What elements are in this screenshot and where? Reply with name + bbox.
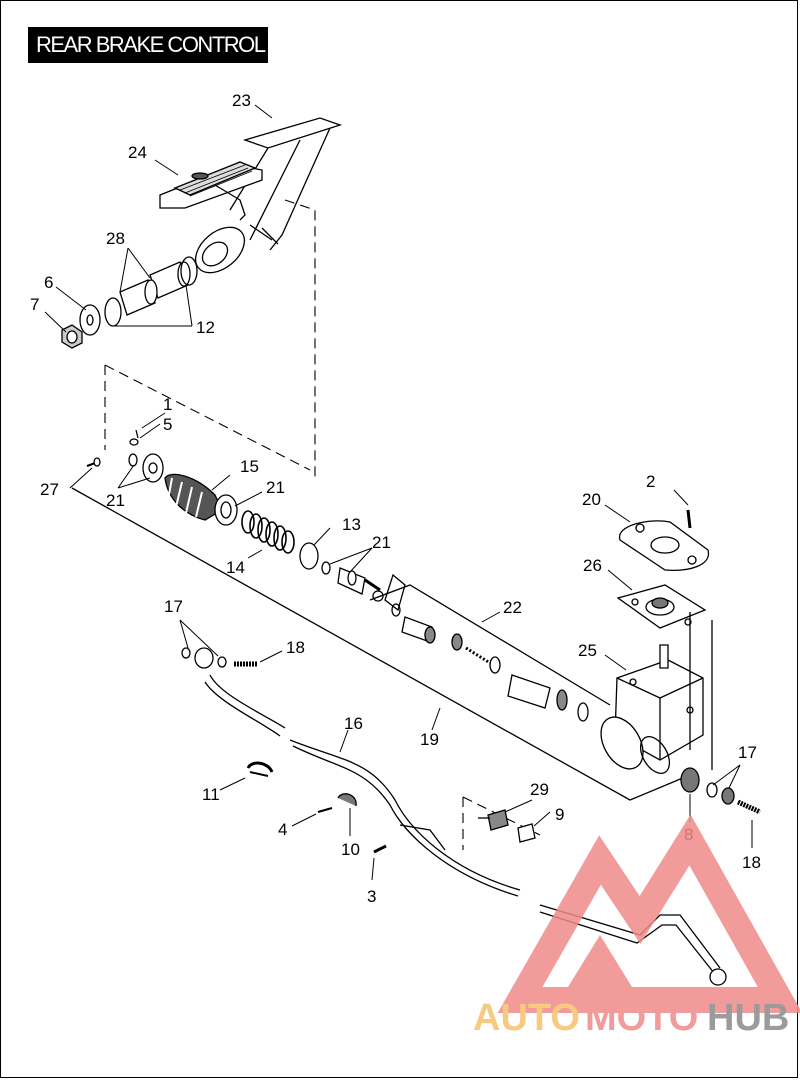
master-cylinder	[600, 659, 704, 774]
callout-28: 28	[106, 229, 125, 248]
callout-27: 27	[40, 480, 59, 499]
boot-retainer	[142, 453, 164, 483]
callout-14: 14	[226, 558, 245, 577]
banjo-bolt-18b	[736, 799, 762, 815]
washer-17a	[706, 782, 718, 798]
callout-21a: 21	[106, 491, 125, 510]
assembly-line-19	[71, 487, 691, 801]
reservoir-diaphragm	[616, 584, 707, 629]
callout-29: 29	[530, 780, 549, 799]
reservoir-cover	[619, 520, 709, 571]
callout-3: 3	[367, 887, 376, 906]
lower-brake-hose	[399, 824, 727, 986]
ring-21	[321, 561, 331, 575]
callout-21b: 21	[266, 478, 285, 497]
retaining-ring	[128, 453, 138, 467]
bushing-8	[680, 767, 700, 793]
callout-2: 2	[646, 472, 655, 491]
watermark-hub: HUB	[707, 997, 789, 1039]
clevis-pin	[129, 429, 139, 446]
diagram-title: REAR BRAKE CONTROL	[28, 27, 268, 63]
washer-17c	[181, 647, 191, 659]
callout-22: 22	[503, 598, 522, 617]
callout-11: 11	[202, 785, 220, 804]
callout-13: 13	[342, 515, 361, 534]
callout-23: 23	[232, 91, 251, 110]
brake-light-switch	[478, 809, 509, 831]
piston-kit-outline	[369, 584, 611, 706]
pushrod-screw	[86, 457, 101, 467]
callout-18a: 18	[286, 638, 305, 657]
callout-6: 6	[44, 273, 53, 292]
switch-boot	[517, 823, 536, 843]
washer-17d	[217, 656, 227, 668]
watermark-moto: MOTO	[585, 997, 698, 1039]
clamp-11	[246, 761, 274, 777]
callout-7: 7	[30, 295, 39, 314]
piston-kit	[384, 573, 589, 722]
leader-lines	[44, 104, 753, 881]
callout-12: 12	[196, 318, 215, 337]
return-spring	[241, 510, 295, 554]
brake-line	[204, 674, 521, 897]
callout-20: 20	[582, 490, 601, 509]
watermark-logo: AUTO MOTO HUB	[473, 814, 800, 1039]
boot-ring	[214, 494, 238, 526]
washer-13	[299, 542, 319, 570]
brake-lever-arm	[194, 117, 343, 274]
watermark-auto: AUTO	[473, 997, 580, 1039]
screw-3	[373, 844, 387, 854]
callout-19: 19	[420, 730, 439, 749]
callout-4: 4	[278, 820, 287, 839]
callout-16: 16	[344, 714, 363, 733]
rubber-boot	[164, 473, 223, 521]
callout-18b: 18	[742, 853, 761, 872]
cover-screw	[686, 509, 692, 529]
callout-24: 24	[128, 143, 147, 162]
nut-7	[61, 324, 83, 349]
callout-26: 26	[583, 556, 602, 575]
callout-9: 9	[555, 805, 564, 824]
bushings	[104, 256, 198, 327]
clip-10	[337, 793, 357, 807]
foot-pedal	[159, 161, 263, 221]
washer-17b	[721, 787, 735, 805]
callout-17a: 17	[164, 597, 183, 616]
callout-1: 1	[163, 395, 172, 414]
callout-21c: 21	[372, 533, 391, 552]
callout-5: 5	[163, 415, 172, 434]
pushrod	[337, 567, 384, 602]
banjo-fitting	[194, 647, 214, 669]
callout-10: 10	[341, 840, 360, 859]
screw-4	[317, 807, 333, 813]
assembly-outline	[104, 199, 541, 850]
washer-6	[79, 304, 101, 336]
callout-15: 15	[240, 457, 259, 476]
callout-numbers: 23 24 28 6 7 12 1 5 27 21 15 21 14 13 21…	[30, 91, 761, 906]
callout-25: 25	[578, 641, 597, 660]
callout-17b: 17	[738, 743, 757, 762]
